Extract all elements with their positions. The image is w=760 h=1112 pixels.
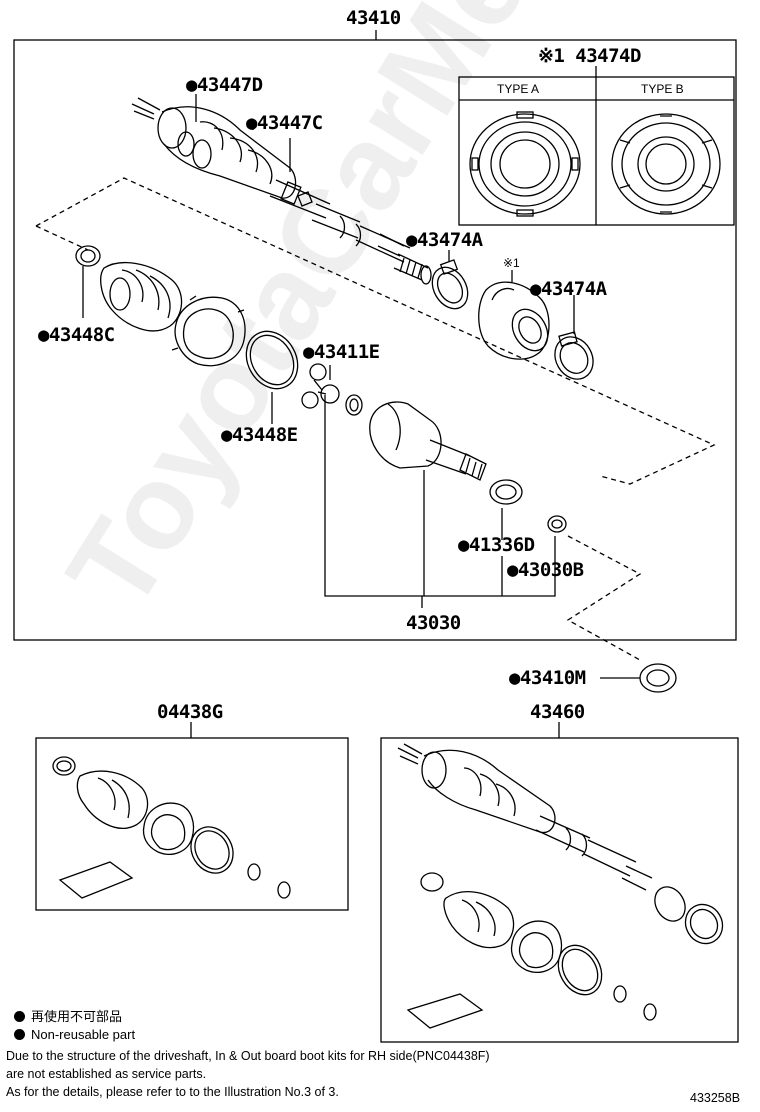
bullet-icon — [14, 1029, 25, 1040]
outboard-joint-drawing — [131, 97, 432, 285]
boot-kit-dashed-outline — [35, 177, 716, 485]
boot-kit-box — [35, 722, 349, 911]
boot-clamp-small-drawing — [431, 259, 469, 310]
legend-jp: 再使用不可部品 — [14, 1006, 122, 1025]
label-43030B[interactable]: ●43030B — [507, 559, 584, 581]
label-43447D[interactable]: ●43447D — [186, 74, 263, 96]
outer-boot-band-drawing — [171, 295, 246, 367]
figure-id: 433258B — [690, 1091, 741, 1105]
label-04438G[interactable]: 04438G — [157, 701, 223, 723]
note-mark-1: ※1 — [503, 256, 520, 270]
label-43448E[interactable]: ●43448E — [221, 424, 298, 446]
label-43474A-right[interactable]: ●43474A — [530, 278, 607, 300]
type-inset-box — [458, 66, 735, 226]
type-b-label: TYPE B — [641, 82, 684, 96]
dust-seal-drawing — [489, 479, 523, 505]
note-line-3: As for the details, please refer to to t… — [6, 1085, 339, 1099]
snap-ring-drawing — [345, 394, 363, 416]
legend-en: Non-reusable part — [14, 1027, 135, 1042]
type-b-boot-icon — [611, 113, 721, 215]
leader-lines — [82, 94, 575, 608]
hole-snap-ring-drawing — [547, 515, 567, 533]
main-assembly-frame — [13, 30, 737, 641]
label-43030[interactable]: 43030 — [406, 612, 461, 634]
bearing-43410m-drawing — [600, 663, 677, 693]
inboard-joint-drawing — [369, 401, 487, 481]
outer-clamp-drawing — [245, 330, 299, 390]
boot-clamp-large-drawing — [554, 331, 594, 380]
label-43448C[interactable]: ●43448C — [38, 324, 115, 346]
label-43410[interactable]: 43410 — [346, 7, 401, 29]
label-43460[interactable]: 43460 — [530, 701, 585, 723]
bearing-dashed-link — [566, 535, 642, 661]
note-line-2: are not established as service parts. — [6, 1067, 207, 1081]
label-43447C[interactable]: ●43447C — [246, 112, 323, 134]
label-43410M[interactable]: ●43410M — [509, 667, 586, 689]
bullet-icon — [14, 1011, 25, 1022]
tripod-drawing — [301, 363, 340, 409]
label-43474D[interactable]: ※1 43474D — [538, 45, 641, 67]
label-41336D[interactable]: ●41336D — [458, 534, 535, 556]
outer-boot-drawing — [75, 245, 183, 332]
label-43411E[interactable]: ●43411E — [303, 341, 380, 363]
label-43474A-top[interactable]: ●43474A — [406, 229, 483, 251]
type-a-boot-icon — [469, 111, 581, 217]
lh-shaft-box — [380, 722, 739, 1043]
type-a-label: TYPE A — [497, 82, 540, 96]
inner-boot-drawing — [478, 281, 550, 360]
note-line-1: Due to the structure of the driveshaft, … — [6, 1049, 490, 1063]
